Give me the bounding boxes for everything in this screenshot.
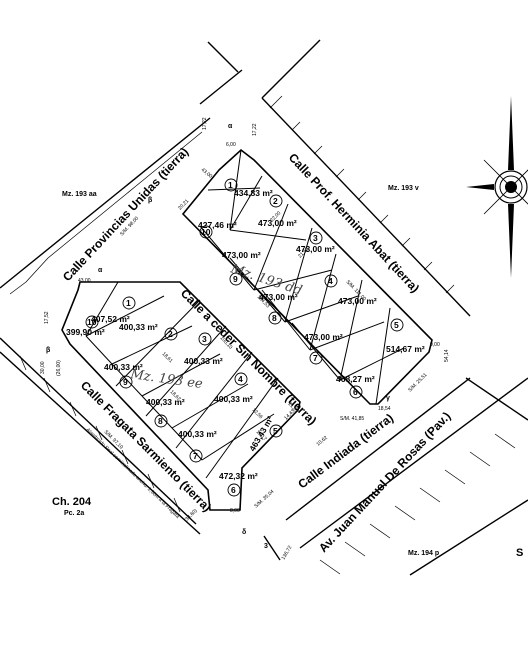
upper-lot-7-area: 473,00 m² bbox=[304, 332, 343, 342]
svg-text:18,54: 18,54 bbox=[378, 406, 391, 412]
mz193v-label: Mz. 193 v bbox=[388, 185, 419, 192]
lower-lot-7-num: 7 bbox=[193, 451, 198, 461]
svg-text:γ: γ bbox=[386, 395, 390, 402]
lower-lot-4-num: 4 bbox=[238, 374, 243, 384]
mz194p-label: Mz. 194 p bbox=[408, 550, 439, 557]
lower-lot-2-area: 400,33 m² bbox=[119, 322, 158, 332]
svg-text:β: β bbox=[46, 347, 51, 354]
upper-lot-4-num: 4 bbox=[328, 276, 333, 286]
svg-text:β: β bbox=[148, 197, 153, 204]
ref-3: 3 bbox=[264, 543, 268, 550]
hatch-mz193v bbox=[269, 95, 455, 294]
svg-text:43,00: 43,00 bbox=[78, 278, 91, 284]
street-provincias: Calle Provincias Unidas (tierra) bbox=[60, 145, 191, 284]
lower-lot-3-area: 400,33 m² bbox=[184, 356, 223, 366]
upper-lot-9-num: 9 bbox=[233, 274, 238, 284]
svg-text:17,22: 17,22 bbox=[202, 117, 208, 130]
svg-text:(34,60): (34,60) bbox=[183, 508, 199, 524]
upper-lot-4-area: 473,00 m² bbox=[338, 296, 377, 306]
svg-text:α: α bbox=[98, 267, 103, 274]
lower-lot-10-num: 10 bbox=[87, 317, 97, 327]
svg-text:8,00: 8,00 bbox=[230, 508, 240, 514]
upper-lot-6-num: 6 bbox=[353, 387, 358, 397]
svg-text:α: α bbox=[228, 123, 233, 130]
lower-lot-6-num: 6 bbox=[231, 485, 236, 495]
lower-lot-4-area: 400,33 m² bbox=[214, 394, 253, 404]
upper-lot-10-area: 427,46 m² bbox=[198, 220, 237, 230]
upper-lot-5-area: 514,67 m² bbox=[386, 344, 425, 354]
lower-lot-1-num: 1 bbox=[126, 298, 131, 308]
ch204-label: Ch. 204 bbox=[52, 496, 92, 508]
upper-lot-3-area: 473,00 m² bbox=[296, 244, 335, 254]
hatch-mz193aa bbox=[9, 131, 203, 295]
upper-lot-1-area: 434,83 m² bbox=[234, 188, 273, 198]
svg-text:S/M. 35,04: S/M. 35,04 bbox=[253, 489, 275, 510]
lower-lot-9-area: 400,33 m² bbox=[104, 362, 143, 372]
upper-lot-labels: 1 434,83 m² 10 427,46 m² 2 473,00 m² 9 4… bbox=[198, 178, 425, 399]
upper-lot-1-num: 1 bbox=[228, 180, 233, 190]
s-edge: S bbox=[516, 547, 523, 559]
lower-lot-6-area: 472,32 m² bbox=[219, 471, 258, 481]
upper-lot-8-num: 8 bbox=[272, 313, 277, 323]
svg-text:6,00: 6,00 bbox=[226, 142, 236, 148]
svg-text:10,62: 10,62 bbox=[315, 435, 329, 448]
upper-lot-8-area: 473,00 m² bbox=[259, 292, 298, 302]
lower-lot-9-num: 9 bbox=[123, 377, 128, 387]
lower-lot-3-num: 3 bbox=[202, 334, 207, 344]
mz193aa-label: Mz. 193 aa bbox=[62, 191, 97, 198]
lower-lot-2-num: 2 bbox=[168, 329, 173, 339]
lower-lot-8-num: 8 bbox=[158, 416, 163, 426]
upper-lot-2-area: 473,00 m² bbox=[258, 218, 297, 228]
angle-markers: α α β β γ δ bbox=[46, 123, 390, 536]
upper-block bbox=[181, 148, 433, 405]
street-rosas: Av. Juan Manuel De Rosas (Pav.) bbox=[316, 409, 453, 555]
upper-lot-9-area: 473,00 m² bbox=[222, 250, 261, 260]
svg-text:136,72: 136,72 bbox=[281, 545, 294, 561]
svg-text:17,22: 17,22 bbox=[252, 123, 258, 136]
svg-text:S/M. 25,51: S/M. 25,51 bbox=[407, 372, 428, 393]
lower-block bbox=[61, 281, 301, 511]
compass-rose bbox=[466, 96, 528, 278]
svg-text:43,00: 43,00 bbox=[200, 167, 214, 180]
hatch-mz194p bbox=[319, 433, 516, 575]
lower-lot-5-num: 5 bbox=[273, 426, 278, 436]
svg-text:9,00: 9,00 bbox=[430, 342, 440, 348]
svg-text:17,52: 17,52 bbox=[44, 311, 50, 324]
upper-lot-2-num: 2 bbox=[273, 196, 278, 206]
pc2a-label: Pc. 2a bbox=[64, 510, 84, 517]
hatch-ch204 bbox=[19, 355, 181, 513]
upper-lot-3-num: 3 bbox=[313, 233, 318, 243]
upper-lot-6-area: 468,27 m² bbox=[336, 374, 375, 384]
svg-text:(26,00): (26,00) bbox=[56, 360, 62, 376]
lower-lot-7-area: 400,33 m² bbox=[178, 429, 217, 439]
svg-text:S/M. 41,85: S/M. 41,85 bbox=[340, 416, 364, 422]
svg-text:δ: δ bbox=[242, 529, 246, 536]
lower-lot-1-area: 407,52 m² bbox=[91, 314, 130, 324]
upper-lot-7-num: 7 bbox=[313, 353, 318, 363]
lower-lot-8-area: 400,33 m² bbox=[146, 397, 185, 407]
upper-lot-5-num: 5 bbox=[394, 320, 399, 330]
svg-text:30,00: 30,00 bbox=[40, 361, 46, 374]
upper-lot-10-num: 10 bbox=[201, 227, 211, 237]
svg-text:54,14: 54,14 bbox=[444, 349, 450, 362]
lower-lot-10-area: 399,90 m² bbox=[66, 327, 105, 337]
